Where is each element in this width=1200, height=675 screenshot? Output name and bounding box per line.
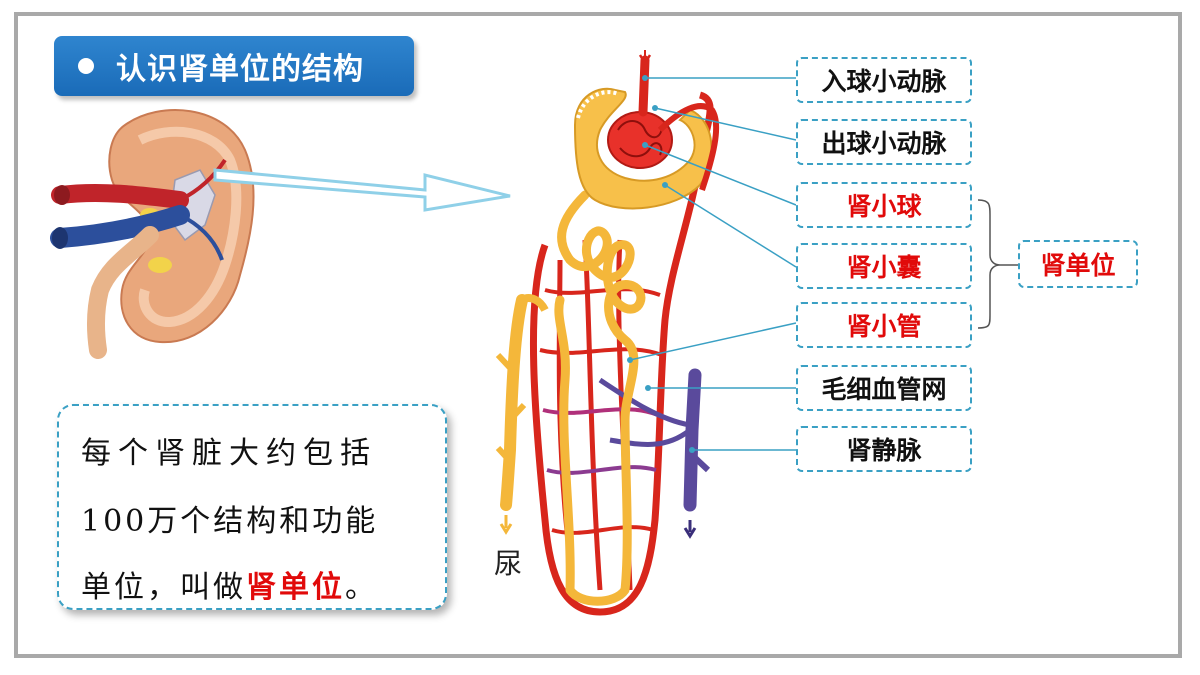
bullet-icon (78, 58, 94, 74)
description-line: 单位，叫做肾单位。 (81, 562, 378, 606)
label-glomerulus: 肾小球 (796, 182, 972, 228)
pointer-arrow-icon (213, 168, 511, 212)
label-nephron: 肾单位 (1018, 240, 1138, 288)
description-text: 单位，叫做 (81, 570, 246, 605)
description-box: 每个肾脏大约包括 100万个结构和功能 单位，叫做肾单位。 (57, 404, 447, 610)
label-capillary-network: 毛细血管网 (796, 365, 972, 411)
label-renal-vein: 肾静脉 (796, 426, 972, 472)
kidney-icon (50, 109, 255, 359)
description-line: 100万个结构和功能 (81, 504, 379, 539)
label-afferent-arteriole: 入球小动脉 (796, 57, 972, 103)
label-capsule: 肾小囊 (796, 243, 972, 289)
title-banner: 认识肾单位的结构 (54, 36, 414, 96)
nephron-diagram (495, 50, 797, 616)
highlight-term: 肾单位 (246, 570, 345, 605)
group-bracket (977, 199, 1001, 329)
description-text: 。 (345, 570, 378, 605)
urine-label: 尿 (494, 547, 523, 580)
label-tubule: 肾小管 (796, 302, 972, 348)
label-efferent-arteriole: 出球小动脉 (796, 119, 972, 165)
page-title: 认识肾单位的结构 (116, 52, 364, 87)
description-line: 每个肾脏大约包括 (81, 436, 377, 471)
